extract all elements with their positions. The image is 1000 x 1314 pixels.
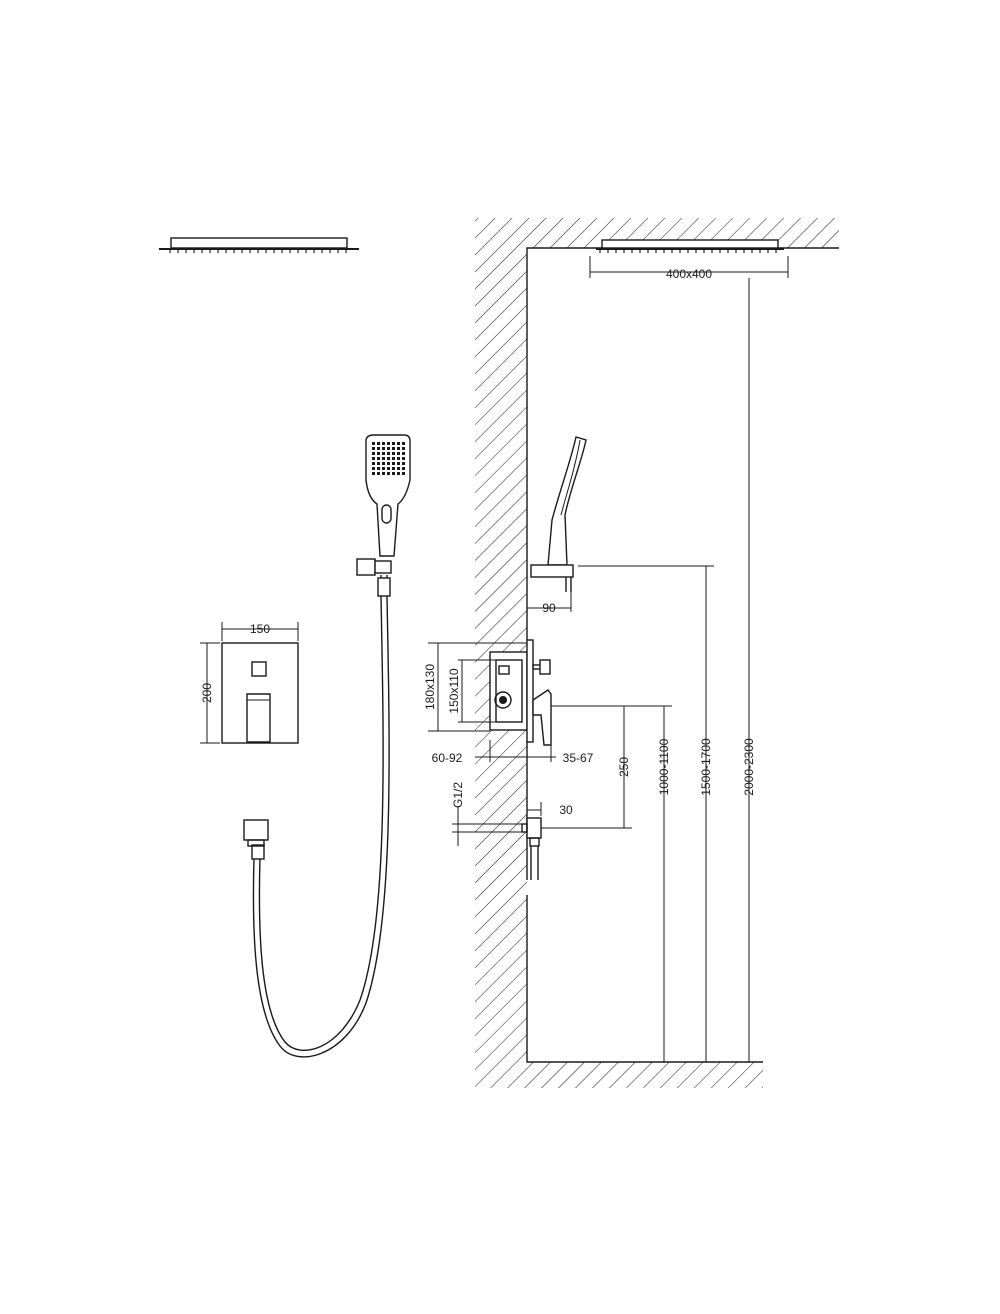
dim-heights: 250 1000-1100 1500-1700 2000-2300 bbox=[541, 278, 760, 1063]
dim-outlet: 30 G1/2 bbox=[451, 782, 573, 846]
thread-label: G1/2 bbox=[451, 782, 465, 808]
plate-projection-label: 35-67 bbox=[563, 751, 594, 765]
plate-height-label: 200 bbox=[200, 683, 214, 703]
dim-rain-shower-size: 400x400 bbox=[589, 256, 789, 281]
box-inner-label: 150x110 bbox=[447, 668, 461, 713]
holder-projection-label: 90 bbox=[542, 601, 556, 615]
mixer-box-section bbox=[489, 639, 552, 746]
rain-shower-size-label: 400x400 bbox=[666, 267, 712, 281]
cover-plate-part bbox=[221, 642, 299, 744]
rain-shower-head-section bbox=[596, 239, 784, 253]
dim-plate: 150 200 bbox=[200, 622, 299, 744]
holder-height-label: 1500-1700 bbox=[699, 738, 713, 796]
embed-depth-label: 60-92 bbox=[432, 751, 463, 765]
shower-height-label: 2000-2300 bbox=[742, 738, 756, 796]
plate-width-label: 150 bbox=[250, 622, 270, 636]
wall-outlet-part bbox=[243, 819, 269, 847]
mixer-height-label: 1000-1100 bbox=[657, 738, 671, 795]
box-outer-label: 180x130 bbox=[423, 664, 437, 710]
hand-shower-part bbox=[356, 434, 411, 576]
mixer-to-outlet-label: 250 bbox=[617, 757, 631, 777]
rain-shower-head-part bbox=[159, 237, 359, 253]
dim-box: 180x130 150x110 bbox=[423, 642, 527, 732]
hand-shower-side-view bbox=[530, 436, 587, 592]
hose bbox=[251, 575, 391, 1058]
dim-depths: 60-92 35-67 bbox=[432, 740, 594, 765]
dim-holder-projection: 90 bbox=[526, 592, 572, 615]
outlet-projection-label: 30 bbox=[559, 803, 573, 817]
